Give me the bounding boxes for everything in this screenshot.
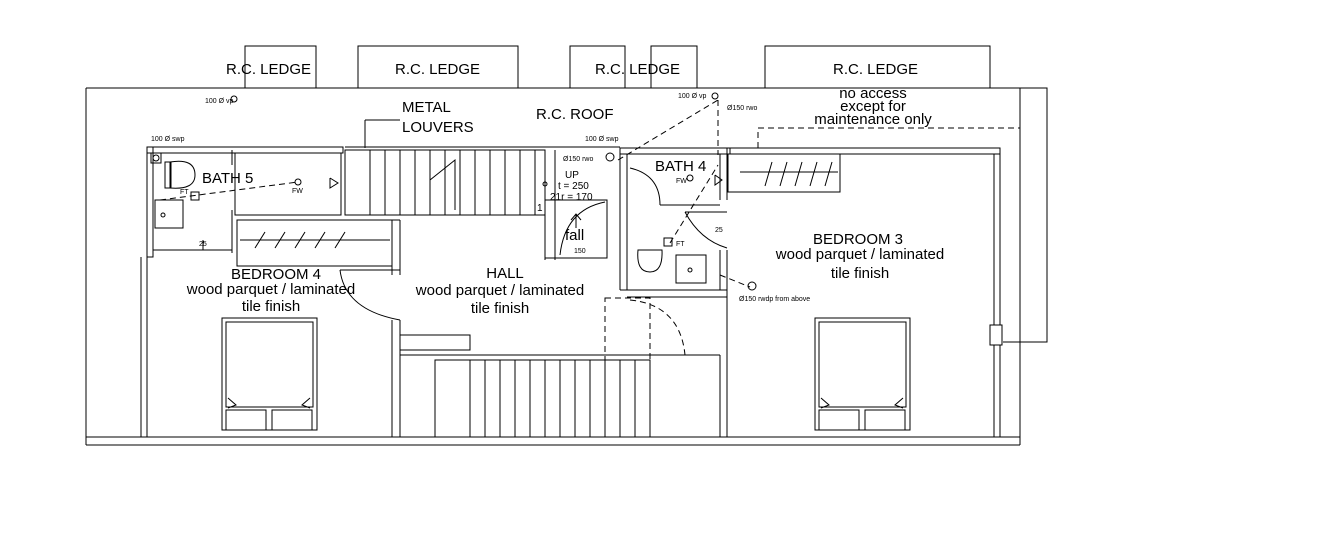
note-ft-left: FT	[180, 189, 189, 196]
small-notes: 100 Ø vp 100 Ø vp Ø150 rwo 100 Ø swp 100…	[151, 93, 810, 303]
room-bath4: BATH 4	[655, 158, 706, 175]
louvers-label-1: METAL	[402, 99, 451, 116]
bath4-walls	[619, 147, 731, 298]
room-bath5: BATH 5	[202, 170, 253, 187]
note-ft-right: FT	[676, 241, 685, 248]
basin-icon-bath4	[675, 254, 707, 284]
rc-roof-label: R.C. ROOF	[536, 106, 614, 123]
note-swp-mid: 100 Ø swp	[585, 136, 619, 143]
room-bedroom4-finish2: tile finish	[242, 298, 300, 315]
stair-labels: UP t = 250 21r = 170 fall	[550, 170, 593, 244]
fall-label: fall	[565, 227, 584, 244]
ledge-label-1: R.C. LEDGE	[226, 61, 311, 78]
room-bedroom4-name: BEDROOM 4	[231, 266, 321, 283]
bedroom3-walls	[726, 147, 1001, 437]
bed-bedroom4	[221, 317, 318, 431]
note-dim-25-left: 25	[199, 241, 207, 248]
roof-labels: R.C. ROOF METAL LOUVERS no access except…	[402, 85, 932, 136]
louvers-label-2: LOUVERS	[402, 119, 474, 136]
stair-tread-label: t = 250	[558, 181, 589, 192]
room-hall-name: HALL	[486, 265, 524, 282]
note-vp-left: 100 Ø vp	[205, 98, 234, 105]
note-dim-150: 150	[574, 248, 586, 255]
pipe-markers	[230, 92, 757, 291]
bath5-walls	[140, 146, 344, 437]
room-hall-finish2: tile finish	[471, 300, 529, 317]
floor-waste-icon	[294, 178, 302, 186]
room-bedroom3-finish2: tile finish	[831, 265, 889, 282]
rc-ledges: R.C. LEDGE R.C. LEDGE R.C. LEDGE R.C. LE…	[226, 45, 991, 89]
note-fw-left: FW	[292, 188, 303, 195]
toilet-icon	[169, 160, 196, 189]
stair-risers-label: 21r = 170	[550, 192, 593, 203]
note-fw-right: FW	[676, 178, 687, 185]
bath4-door-swing	[629, 167, 661, 206]
bedroom4-wardrobe	[236, 219, 393, 267]
note-rwo-top: Ø150 rwo	[727, 105, 757, 112]
bed-bedroom3	[814, 317, 911, 431]
note-rwdp: Ø150 rwdp from above	[739, 296, 810, 303]
room-hall-finish1: wood parquet / laminated	[415, 282, 584, 299]
stair-up-label: UP	[565, 170, 579, 181]
note-rwo-stair: Ø150 rwo	[563, 156, 593, 163]
note-step-1: 1	[537, 203, 543, 214]
stair-lower	[399, 295, 728, 438]
toilet-icon-bath4	[637, 249, 663, 273]
note-swp-left: 100 Ø swp	[151, 136, 185, 143]
room-bedroom3-finish1: wood parquet / laminated	[775, 246, 944, 263]
room-bedroom3-name: BEDROOM 3	[813, 231, 903, 248]
no-access-3: maintenance only	[814, 111, 932, 128]
bath5-fixtures	[150, 152, 339, 250]
note-dim-25-right: 25	[715, 227, 723, 234]
no-access-1: no access	[839, 85, 907, 102]
basin-icon	[154, 199, 184, 229]
arrow-icon	[329, 177, 339, 189]
fall-door-swing	[559, 201, 606, 256]
no-access-2: except for	[840, 98, 906, 115]
dashed-outlines	[159, 99, 1020, 361]
room-bedroom4-finish1: wood parquet / laminated	[186, 281, 355, 298]
bath4-fixtures	[637, 174, 723, 284]
ledge-label-3: R.C. LEDGE	[595, 61, 680, 78]
room-labels: BATH 5 BATH 4 BEDROOM 4 wood parquet / l…	[186, 158, 944, 317]
hall-door-swing	[339, 269, 401, 321]
ledge-label-4: R.C. LEDGE	[833, 61, 918, 78]
note-vp-right: 100 Ø vp	[678, 93, 707, 100]
ledge-label-2: R.C. LEDGE	[395, 61, 480, 78]
